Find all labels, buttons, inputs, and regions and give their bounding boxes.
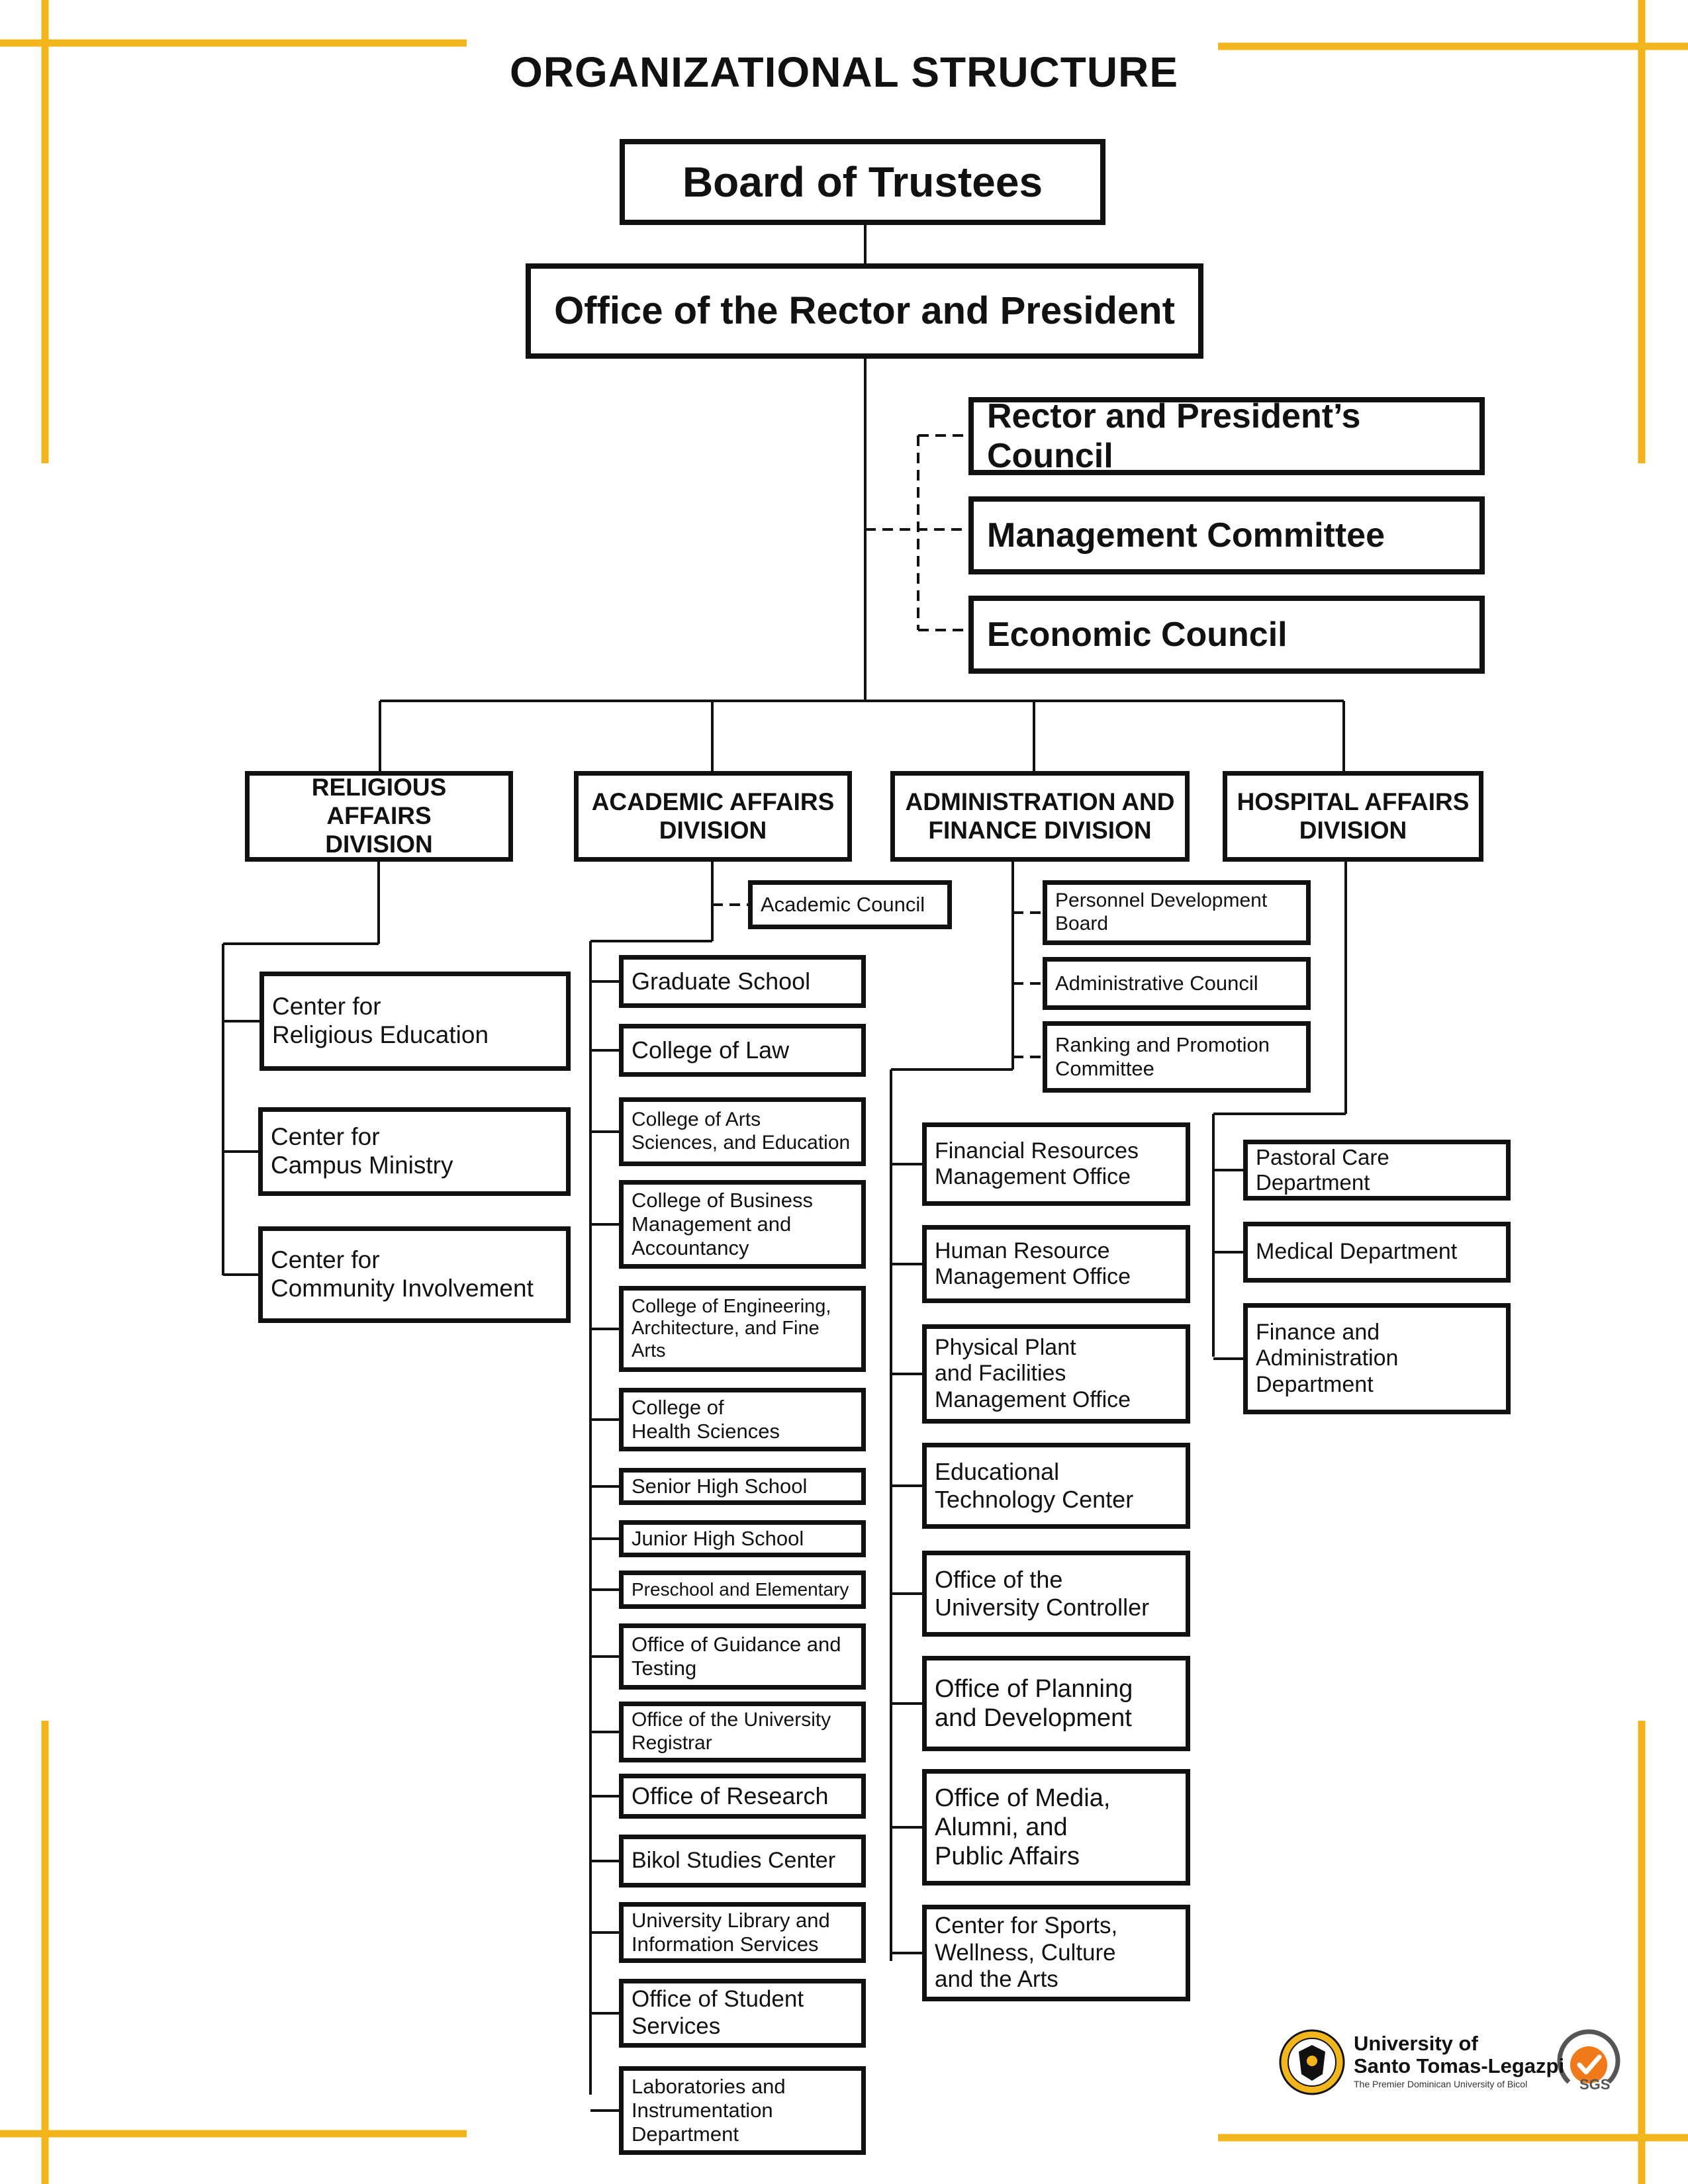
- division-academic-affairs: ACADEMIC AFFAIRS DIVISION: [574, 771, 852, 862]
- academic-unit: Bikol Studies Center: [619, 1835, 866, 1888]
- academic-council: Academic Council: [748, 880, 952, 929]
- academic-unit: College of Engineering, Architecture, an…: [619, 1286, 866, 1372]
- academic-unit: Office of Research: [619, 1774, 866, 1819]
- logo-tagline: The Premier Dominican University of Bico…: [1354, 2079, 1528, 2089]
- admin-council: Administrative Council: [1043, 957, 1311, 1010]
- division-hospital-affairs: HOSPITAL AFFAIRS DIVISION: [1223, 771, 1483, 862]
- admin-unit: Office of the University Controller: [922, 1551, 1190, 1637]
- council-box: Economic Council: [968, 596, 1485, 674]
- board-of-trustees: Board of Trustees: [620, 139, 1105, 225]
- academic-unit: Office of the University Registrar: [619, 1702, 866, 1762]
- division-religious-affairs: RELIGIOUS AFFAIRS DIVISION: [245, 771, 513, 862]
- admin-unit: Physical Plant and Facilities Management…: [922, 1324, 1190, 1424]
- hospital-unit: Pastoral Care Department: [1243, 1140, 1511, 1201]
- admin-council: Personnel Development Board: [1043, 880, 1311, 945]
- religious-unit: Center for Religious Education: [259, 972, 571, 1071]
- university-logo: [1279, 2029, 1620, 2095]
- religious-unit: Center for Community Involvement: [258, 1226, 571, 1323]
- academic-unit: Senior High School: [619, 1468, 866, 1505]
- hospital-unit: Medical Department: [1243, 1222, 1511, 1283]
- logo-name-line1: University of: [1354, 2032, 1478, 2055]
- admin-unit: Financial Resources Management Office: [922, 1122, 1190, 1206]
- certification-label: SGS: [1579, 2076, 1611, 2093]
- academic-unit: College of Law: [619, 1024, 866, 1077]
- admin-unit: Center for Sports, Wellness, Culture and…: [922, 1905, 1190, 2001]
- office-of-rector-and-president: Office of the Rector and President: [526, 263, 1203, 359]
- admin-unit: Human Resource Management Office: [922, 1225, 1190, 1303]
- academic-unit: College of Arts Sciences, and Education: [619, 1097, 866, 1166]
- logo-name-line2: Santo Tomas-Legazpi: [1354, 2054, 1565, 2077]
- academic-unit: Junior High School: [619, 1520, 866, 1557]
- academic-unit: Laboratories and Instrumentation Departm…: [619, 2066, 866, 2155]
- council-box: Rector and President’s Council: [968, 397, 1485, 475]
- academic-unit: Office of Student Services: [619, 1979, 866, 2048]
- academic-unit: College of Health Sciences: [619, 1388, 866, 1451]
- hospital-unit: Finance and Administration Department: [1243, 1303, 1511, 1414]
- academic-unit: Office of Guidance and Testing: [619, 1623, 866, 1690]
- academic-unit: Preschool and Elementary: [619, 1570, 866, 1609]
- council-box: Management Committee: [968, 496, 1485, 574]
- division-administration-finance: ADMINISTRATION AND FINANCE DIVISION: [890, 771, 1190, 862]
- admin-unit: Office of Media, Alumni, and Public Affa…: [922, 1769, 1190, 1886]
- sgs-check-icon: [1557, 2029, 1620, 2084]
- admin-unit: Office of Planning and Development: [922, 1656, 1190, 1751]
- university-seal-icon: [1279, 2029, 1345, 2095]
- page-title: ORGANIZATIONAL STRUCTURE: [509, 48, 1179, 96]
- admin-unit: Educational Technology Center: [922, 1443, 1190, 1529]
- academic-unit: College of Business Management and Accou…: [619, 1180, 866, 1269]
- connector-lines: [222, 225, 1347, 2112]
- religious-unit: Center for Campus Ministry: [258, 1107, 571, 1196]
- admin-council: Ranking and Promotion Committee: [1043, 1021, 1311, 1093]
- academic-unit: University Library and Information Servi…: [619, 1902, 866, 1963]
- academic-unit: Graduate School: [619, 955, 866, 1008]
